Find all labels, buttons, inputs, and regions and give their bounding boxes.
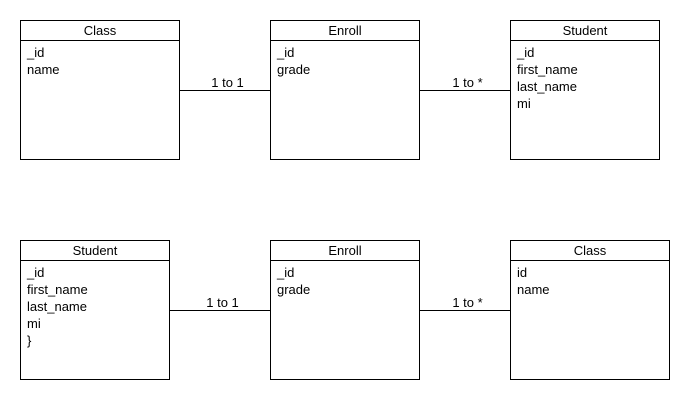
entity-field: mi	[517, 96, 531, 111]
relation-line	[420, 310, 510, 311]
entity-title: Student	[511, 21, 659, 41]
entity-field: _id	[277, 265, 295, 280]
entity-student-bottom: Student _id first_name last_name mi }	[20, 240, 170, 380]
entity-field: _id	[277, 45, 295, 60]
relation-label: 1 to 1	[206, 295, 239, 310]
entity-fields: id name	[511, 261, 669, 298]
entity-field: name	[517, 282, 550, 297]
entity-fields: _id name	[21, 41, 179, 78]
entity-field: mi	[27, 316, 41, 331]
entity-field: first_name	[517, 62, 578, 77]
entity-fields: _id first_name last_name mi	[511, 41, 659, 112]
entity-field: name	[27, 62, 60, 77]
relation-label: 1 to *	[452, 295, 483, 310]
entity-fields: _id first_name last_name mi }	[21, 261, 169, 349]
relation-line	[180, 90, 270, 91]
relation-line	[420, 90, 510, 91]
entity-field: last_name	[517, 79, 577, 94]
entity-field: _id	[517, 45, 535, 60]
entity-enroll-bottom: Enroll _id grade	[270, 240, 420, 380]
entity-field: }	[27, 333, 32, 348]
relation-label: 1 to *	[452, 75, 483, 90]
entity-fields: _id grade	[271, 41, 419, 78]
entity-field: first_name	[27, 282, 88, 297]
entity-field: grade	[277, 282, 311, 297]
entity-field: _id	[27, 265, 45, 280]
entity-title: Enroll	[271, 241, 419, 261]
entity-field: grade	[277, 62, 311, 77]
entity-field: id	[517, 265, 528, 280]
entity-field: _id	[27, 45, 45, 60]
entity-title: Class	[511, 241, 669, 261]
entity-class-bottom: Class id name	[510, 240, 670, 380]
entity-field: last_name	[27, 299, 87, 314]
entity-title: Student	[21, 241, 169, 261]
entity-title: Class	[21, 21, 179, 41]
entity-fields: _id grade	[271, 261, 419, 298]
entity-class-top: Class _id name	[20, 20, 180, 160]
entity-enroll-top: Enroll _id grade	[270, 20, 420, 160]
entity-student-top: Student _id first_name last_name mi	[510, 20, 660, 160]
relation-label: 1 to 1	[211, 75, 244, 90]
relation-line	[170, 310, 270, 311]
entity-title: Enroll	[271, 21, 419, 41]
